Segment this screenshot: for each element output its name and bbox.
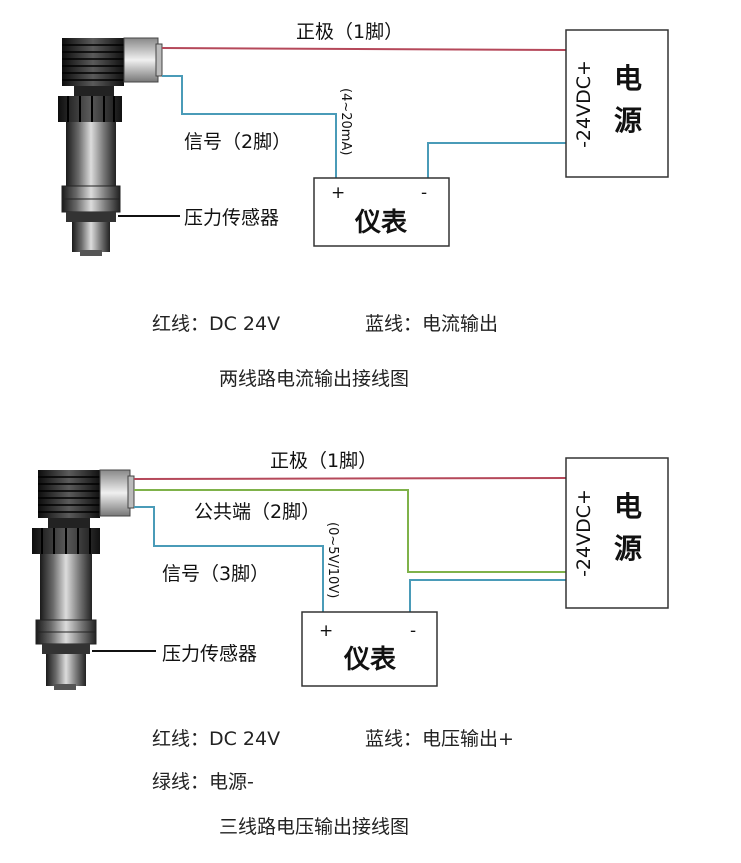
meter-label-1: 仪表 — [354, 208, 408, 238]
blue-wire-signal-1 — [162, 75, 337, 178]
power-label-1b: 源 — [614, 104, 642, 137]
diagram-title-2: 三线路电压输出接线图 — [219, 816, 410, 838]
meter-minus-2: - — [410, 621, 416, 641]
meter-box-1 — [313, 177, 450, 247]
sensor-label-1: 压力传感器 — [184, 207, 279, 229]
positive-label-2: 正极（1脚） — [270, 450, 377, 472]
signal-label-1: 信号（2脚） — [184, 131, 291, 153]
power-voltage-1: -24VDC+ — [573, 60, 595, 148]
meter-plus-2: + — [319, 621, 333, 641]
power-label-2a: 电 — [614, 490, 642, 523]
power-voltage-2: -24VDC+ — [573, 489, 595, 577]
blue-wire-return-2 — [409, 579, 566, 612]
signal-label-2: 信号（3脚） — [162, 563, 269, 585]
legend-red-2: 红线：DC 24V — [152, 728, 281, 750]
legend-blue-2: 蓝线：电压输出+ — [365, 728, 514, 750]
power-box-1 — [565, 29, 669, 178]
positive-label-1: 正极（1脚） — [296, 21, 403, 43]
common-label-2: 公共端（2脚） — [194, 501, 320, 523]
sensor-label-2: 压力传感器 — [162, 643, 257, 665]
blue-wire-signal-2 — [134, 506, 324, 612]
legend-red-1: 红线：DC 24V — [152, 313, 281, 335]
meter-plus-1: + — [331, 183, 345, 203]
power-box-2 — [565, 457, 669, 609]
red-wire-2 — [133, 477, 567, 480]
diagram-2: + - 仪表 -24VDC+ 电 源 正极（1脚） 公共端（2脚） 信号（3脚）… — [32, 450, 669, 690]
meter-label-2: 仪表 — [343, 645, 397, 675]
legend-blue-1: 蓝线：电流输出 — [365, 313, 499, 335]
power-label-1a: 电 — [614, 62, 642, 95]
legend-green-2: 绿线：电源- — [152, 771, 254, 793]
pressure-sensor-2-icon — [32, 469, 135, 690]
power-label-2b: 源 — [614, 532, 642, 565]
meter-minus-1: - — [421, 183, 427, 203]
pressure-sensor-1-icon — [58, 37, 163, 256]
red-wire-1 — [161, 47, 567, 51]
range-label-2: (0~5V/10V) — [325, 522, 340, 598]
diagram-title-1: 两线路电流输出接线图 — [219, 368, 410, 390]
green-wire-2 — [134, 489, 566, 573]
blue-wire-return-1 — [427, 142, 566, 178]
diagram-1: + - 仪表 -24VDC+ 电 源 正极（1脚） 信号（2脚） (4~20mA… — [58, 21, 669, 256]
meter-box-2 — [301, 611, 438, 687]
range-label-1: (4~20mA) — [338, 88, 353, 155]
